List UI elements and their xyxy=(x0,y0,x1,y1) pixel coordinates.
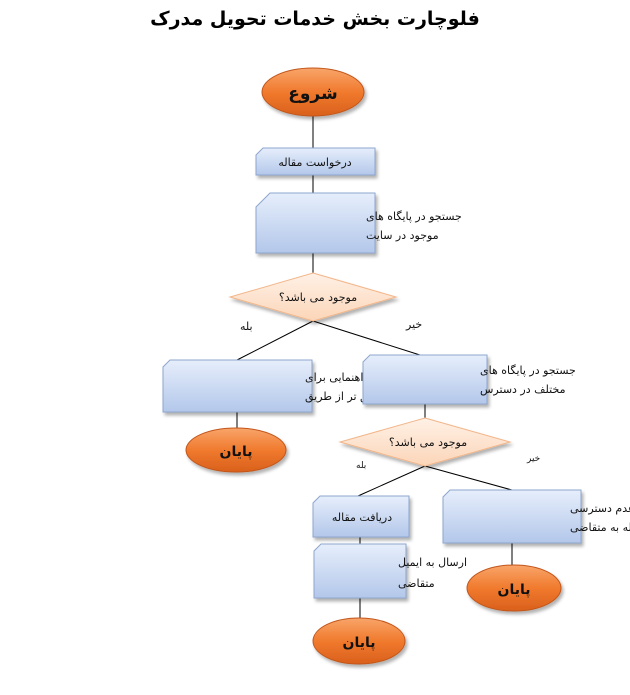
edge-decision2-no xyxy=(424,465,513,491)
request-node: درخواست مقاله xyxy=(255,147,376,176)
send-email-line2: متقاضی xyxy=(398,577,435,590)
search-other-line2: مختلف در دسترس xyxy=(480,383,566,396)
request-label: درخواست مقاله xyxy=(278,156,351,169)
send-email-line1: ارسال به ایمیل xyxy=(398,556,467,569)
edge-label-yes-1: بله xyxy=(240,320,253,333)
end-1-node: پایان xyxy=(185,427,287,473)
search-site-line1: جستجو در پایگاه های xyxy=(366,210,462,223)
end-3-node: پایان xyxy=(466,564,562,612)
decision-1-node: موجود می باشد؟ xyxy=(228,272,398,322)
edge-label-no-1: خیر xyxy=(405,318,422,331)
edge-label-yes-2: بله xyxy=(356,461,366,471)
end-2-label: پایان xyxy=(343,635,376,651)
not-available-line1: ارسال ایمیل عدم دسترسی xyxy=(570,502,630,515)
end-1-label: پایان xyxy=(220,444,253,460)
end-3-label: پایان xyxy=(498,582,531,598)
search-other-line1: جستجو در پایگاه های xyxy=(480,364,576,377)
search-site-line2: موجود در سایت xyxy=(366,229,439,242)
not-available-node: ارسال ایمیل عدم دسترسی به مقاله به متقاض… xyxy=(442,489,630,544)
edge-label-no-2: خیر xyxy=(526,454,540,464)
not-available-line2: به مقاله به متقاضی xyxy=(570,521,630,534)
page-title: فلوچارت بخش خدمات تحویل مدرک xyxy=(150,8,480,30)
search-site-node: جستجو در پایگاه های موجود در سایت xyxy=(255,192,462,254)
edge-decision2-yes xyxy=(357,465,426,497)
receive-node: دریافت مقاله xyxy=(312,495,410,538)
edge-decision1-no xyxy=(312,320,421,356)
search-other-node: جستجو در پایگاه های مختلف در دسترس xyxy=(362,354,576,405)
decision-2-label: موجود می باشد؟ xyxy=(389,436,467,449)
end-2-node: پایان xyxy=(312,617,406,665)
decision-2-node: موجود می باشد؟ xyxy=(338,417,512,467)
edge-decision1-yes xyxy=(236,320,314,361)
decision-1-label: موجود می باشد؟ xyxy=(279,291,357,304)
receive-label: دریافت مقاله xyxy=(332,511,392,524)
start-node: شروع xyxy=(261,67,365,117)
connectors xyxy=(236,115,513,618)
send-email-node: ارسال به ایمیل متقاضی xyxy=(313,543,467,599)
start-label: شروع xyxy=(288,84,337,104)
